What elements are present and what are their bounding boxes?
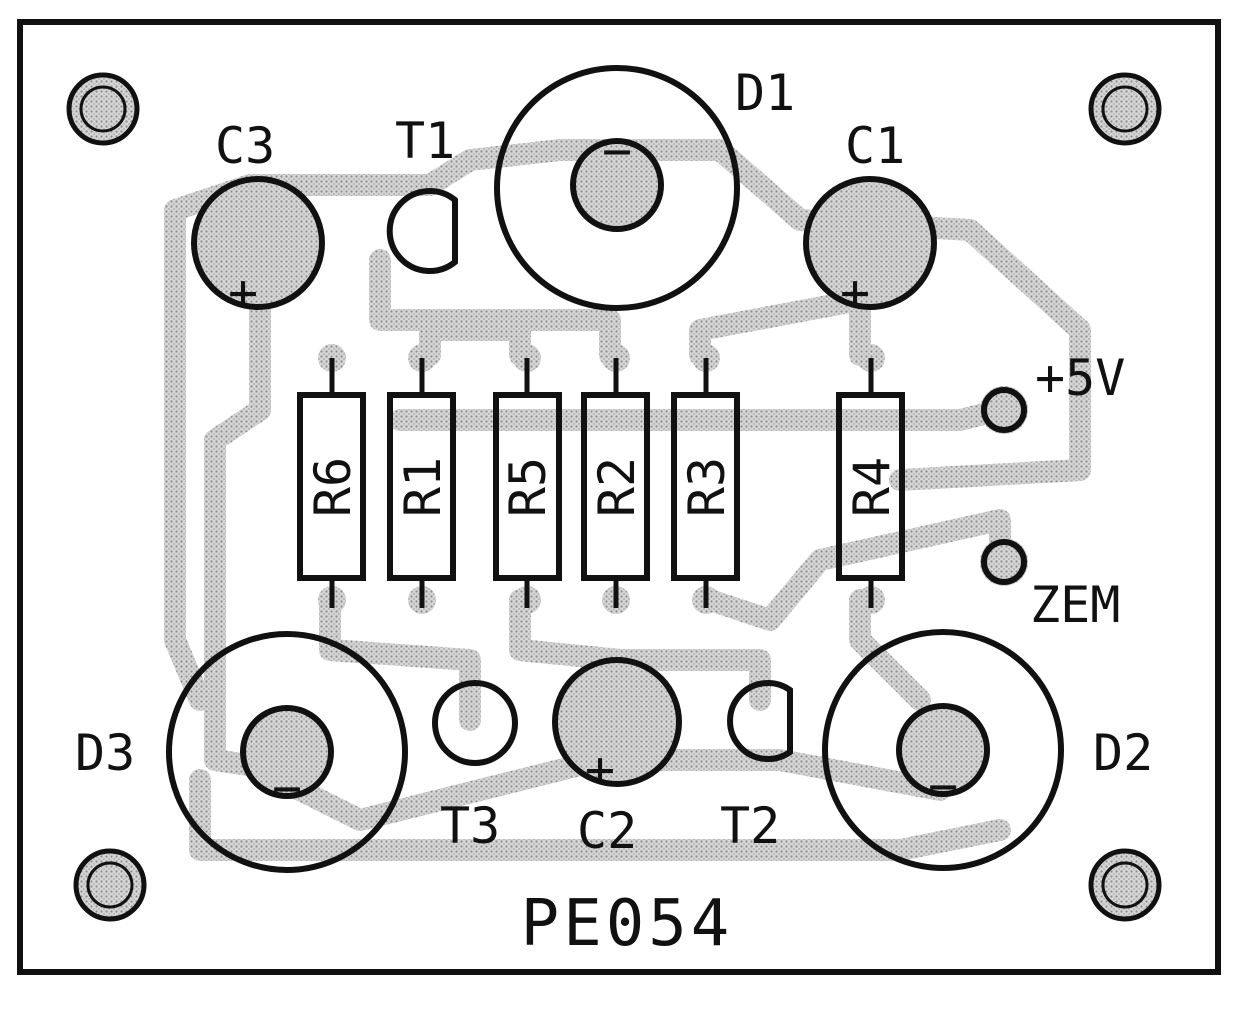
board-outline bbox=[17, 19, 1221, 975]
label-zem: ZEM bbox=[1030, 576, 1120, 634]
pad-zem: ZEM bbox=[980, 538, 1120, 634]
mounting-hole-top-right bbox=[1088, 72, 1162, 146]
resistor-r6: R6 bbox=[297, 344, 366, 614]
resistor-r2: R2 bbox=[581, 344, 650, 614]
pad-plus5v: +5V bbox=[980, 349, 1125, 434]
label-r5: R5 bbox=[499, 457, 557, 517]
c3-plus-mark: + bbox=[228, 264, 258, 322]
capacitor-c3: + C3 bbox=[191, 117, 325, 322]
label-r6: R6 bbox=[304, 457, 362, 517]
d2-minus-mark: − bbox=[928, 757, 958, 815]
mounting-hole-bottom-left bbox=[73, 848, 147, 922]
label-plus5v: +5V bbox=[1035, 349, 1125, 407]
label-r3: R3 bbox=[678, 457, 736, 517]
transistor-t1: T1 bbox=[386, 112, 458, 274]
transistor-t3: T3 bbox=[432, 680, 518, 855]
label-d2: D2 bbox=[1093, 724, 1153, 782]
label-d1: D1 bbox=[735, 64, 795, 122]
mounting-hole-bottom-right bbox=[1088, 848, 1162, 922]
d1-minus-mark: − bbox=[602, 122, 632, 180]
resistor-r5: R5 bbox=[493, 344, 562, 614]
label-r2: R2 bbox=[588, 457, 646, 517]
capacitor-c1: + C1 bbox=[803, 117, 937, 322]
c2-plus-mark: + bbox=[585, 741, 615, 799]
board-title: PE054 bbox=[521, 887, 734, 961]
transistor-t2: T2 bbox=[720, 680, 793, 855]
label-t3: T3 bbox=[440, 797, 500, 855]
label-r1: R1 bbox=[394, 457, 452, 517]
label-c2: C2 bbox=[577, 802, 637, 860]
label-d3: D3 bbox=[75, 724, 135, 782]
label-c1: C1 bbox=[845, 117, 905, 175]
label-t1: T1 bbox=[395, 112, 455, 170]
resistor-r1: R1 bbox=[387, 344, 456, 614]
c1-plus-mark: + bbox=[840, 264, 870, 322]
d3-minus-mark: − bbox=[272, 759, 302, 817]
mounting-holes bbox=[66, 72, 1162, 922]
led-d1: − D1 bbox=[494, 64, 795, 311]
resistor-r4: R4 bbox=[836, 344, 905, 614]
led-d3: − D3 bbox=[75, 631, 408, 873]
resistor-r3: R3 bbox=[671, 344, 740, 614]
capacitor-c2: + C2 bbox=[552, 657, 682, 860]
label-t2: T2 bbox=[720, 797, 780, 855]
mounting-hole-top-left bbox=[66, 72, 140, 146]
label-c3: C3 bbox=[215, 117, 275, 175]
label-r4: R4 bbox=[843, 457, 901, 517]
led-d2: − D2 bbox=[822, 629, 1153, 871]
